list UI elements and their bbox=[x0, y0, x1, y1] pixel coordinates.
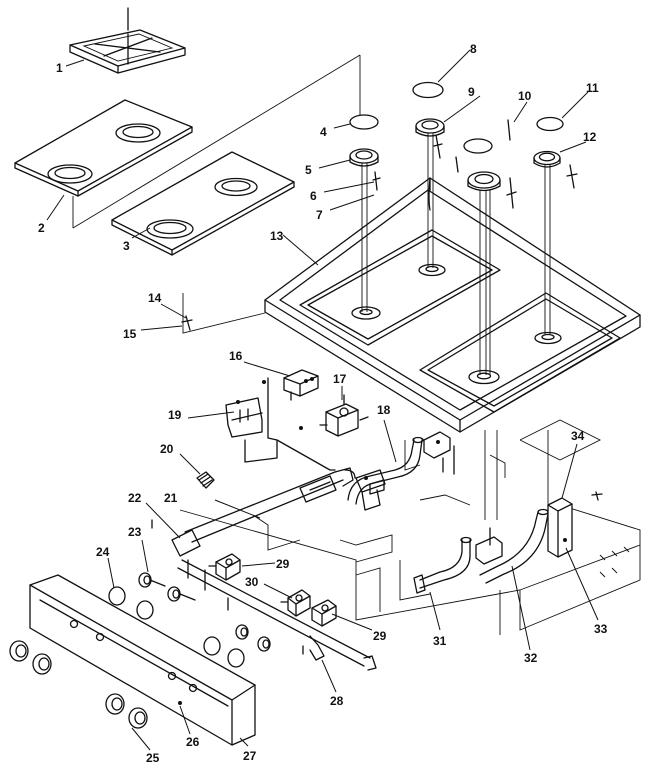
callout-12: 12 bbox=[583, 130, 597, 144]
valve-29-left bbox=[208, 553, 241, 581]
callout-16: 16 bbox=[229, 349, 243, 363]
callout-20: 20 bbox=[160, 442, 174, 456]
burner-tube-18 bbox=[347, 431, 455, 505]
callout-13: 13 bbox=[270, 229, 284, 243]
callout-31: 31 bbox=[433, 634, 447, 648]
igniter-screws bbox=[372, 119, 578, 209]
burner-tube-31 bbox=[413, 536, 472, 594]
callout-18: 18 bbox=[377, 403, 391, 417]
callout-5: 5 bbox=[305, 163, 312, 177]
callout-6: 6 bbox=[310, 189, 317, 203]
callout-8: 8 bbox=[470, 42, 477, 56]
manifold-pipe bbox=[171, 467, 386, 557]
cooktop-plate-right bbox=[111, 151, 295, 256]
callout-25: 25 bbox=[146, 751, 160, 765]
lower-manifold-28 bbox=[177, 559, 377, 671]
burner-grate bbox=[69, 7, 186, 74]
switch-block bbox=[283, 369, 319, 401]
callout-15: 15 bbox=[123, 327, 137, 341]
bracket-33 bbox=[547, 497, 573, 558]
leader-lines bbox=[46, 49, 599, 751]
callout-30: 30 bbox=[245, 575, 259, 589]
cooktop-plate-left bbox=[14, 99, 193, 197]
main-top-burner-box bbox=[264, 177, 641, 433]
callout-10: 10 bbox=[518, 89, 532, 103]
callout-27: 27 bbox=[243, 749, 257, 763]
callout-33: 33 bbox=[594, 622, 608, 636]
callout-34: 34 bbox=[571, 429, 585, 443]
callout-26: 26 bbox=[186, 735, 200, 749]
callout-17: 17 bbox=[333, 372, 347, 386]
control-knobs bbox=[9, 640, 148, 729]
burner-heads bbox=[349, 118, 561, 192]
callout-21: 21 bbox=[164, 491, 178, 505]
valve-30 bbox=[280, 589, 311, 617]
callout-14: 14 bbox=[148, 291, 162, 305]
orifice-20 bbox=[196, 471, 215, 489]
callout-22: 22 bbox=[128, 491, 142, 505]
callout-23: 23 bbox=[128, 525, 142, 539]
burner-tubes bbox=[361, 133, 551, 375]
valve-stems bbox=[138, 572, 271, 652]
callout-2: 2 bbox=[38, 221, 45, 235]
knob-bezels bbox=[108, 586, 245, 668]
callout-19: 19 bbox=[168, 408, 182, 422]
callout-28: 28 bbox=[330, 694, 344, 708]
burner-caps bbox=[349, 81, 564, 154]
valve-17 bbox=[319, 394, 369, 437]
control-panel-27 bbox=[29, 574, 256, 746]
callout-29b: 29 bbox=[373, 629, 387, 643]
callout-labels: 1 2 3 4 5 6 7 8 9 10 11 12 13 14 15 16 1… bbox=[38, 42, 608, 765]
callout-9: 9 bbox=[468, 85, 475, 99]
callout-32: 32 bbox=[524, 651, 538, 665]
callout-7: 7 bbox=[316, 208, 323, 222]
callout-24: 24 bbox=[96, 545, 110, 559]
burner-base-chassis bbox=[179, 419, 641, 635]
callout-29a: 29 bbox=[276, 557, 290, 571]
bracket-19 bbox=[225, 377, 336, 471]
callout-1: 1 bbox=[56, 61, 63, 75]
callout-4: 4 bbox=[320, 125, 327, 139]
burner-tube-32 bbox=[475, 508, 549, 584]
valve-29-right bbox=[311, 599, 337, 627]
callout-11: 11 bbox=[586, 81, 599, 95]
callout-3: 3 bbox=[123, 239, 130, 253]
